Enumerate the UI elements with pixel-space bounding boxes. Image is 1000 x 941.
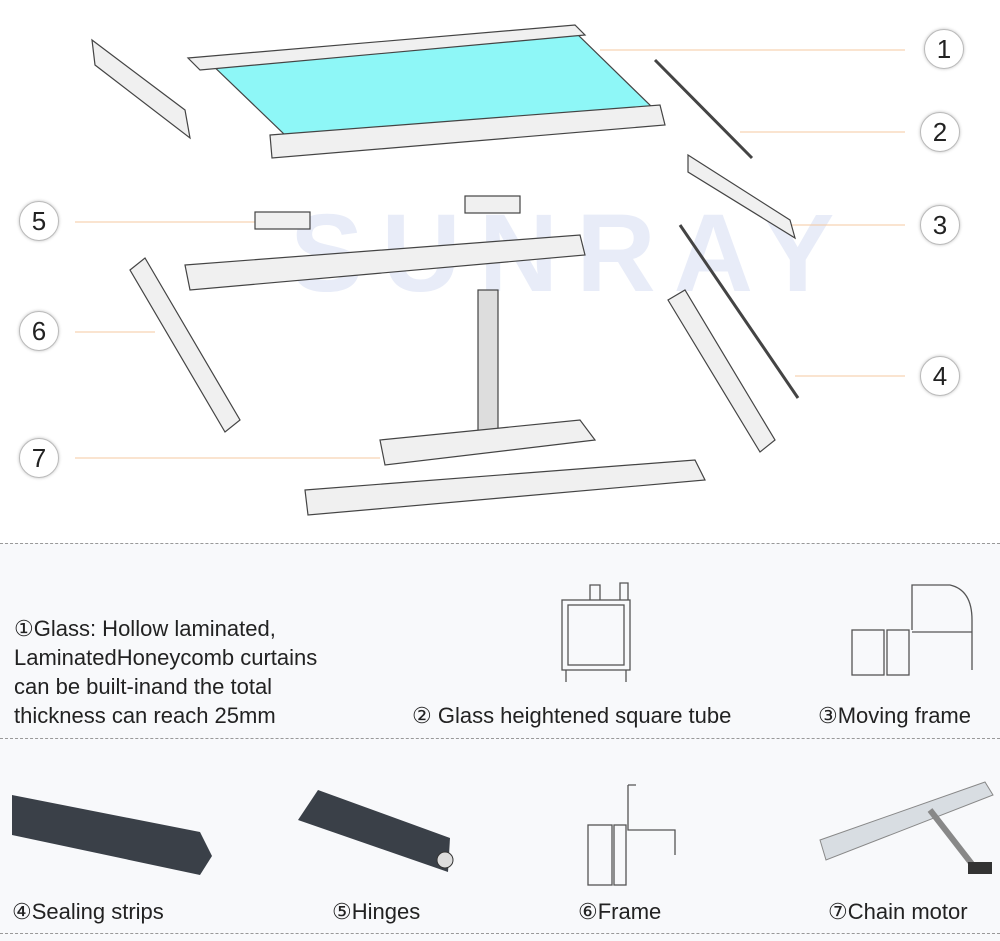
exploded-assembly-drawing (75, 24, 905, 516)
desc-line: ①Glass: Hollow laminated, (14, 616, 276, 641)
parts-legend (0, 543, 1000, 941)
divider (0, 933, 1000, 934)
desc-line: can be built-inand the total (14, 674, 273, 699)
callout-1: 1 (924, 29, 964, 69)
part-label-frame: ⑥Frame (578, 899, 662, 924)
callout-5: 5 (19, 201, 59, 241)
part-label-moving-frame: ③Moving frame (818, 703, 971, 728)
divider (0, 543, 1000, 544)
part-label-sealing-strips: ④Sealing strips (12, 899, 164, 924)
desc-line: LaminatedHoneycomb curtains (14, 645, 318, 670)
glass-description: ①Glass: Hollow laminated, LaminatedHoney… (14, 614, 317, 730)
desc-line: thickness can reach 25mm (14, 703, 276, 728)
part-label-square-tube: ② Glass heightened square tube (412, 703, 732, 728)
part-label-chain-motor: ⑦Chain motor (828, 899, 968, 924)
leader-lines (75, 49, 905, 459)
part-label-hinges: ⑤Hinges (332, 899, 421, 924)
divider (0, 738, 1000, 739)
callout-3: 3 (920, 205, 960, 245)
callout-4: 4 (920, 356, 960, 396)
callout-2: 2 (920, 112, 960, 152)
callout-6: 6 (19, 311, 59, 351)
callout-7: 7 (19, 438, 59, 478)
